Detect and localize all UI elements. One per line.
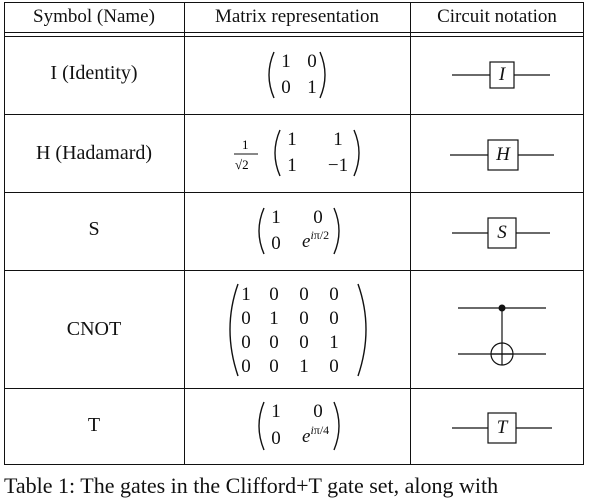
matrix-cell: 1 bbox=[281, 51, 291, 72]
left-paren-icon bbox=[274, 129, 281, 177]
table-rule-top bbox=[4, 2, 584, 3]
left-paren-icon bbox=[258, 207, 265, 255]
table-rule bbox=[4, 114, 584, 115]
gate-label: H bbox=[496, 144, 510, 165]
matrix-cell-exp: eiπ/4 bbox=[302, 423, 330, 447]
matrix-cell: 0 bbox=[299, 332, 309, 353]
table-rule-header bbox=[4, 32, 584, 33]
identity-paren-svg bbox=[268, 51, 326, 99]
gates-table: Symbol (Name) Matrix representation Circ… bbox=[4, 2, 584, 465]
row-name-identity: I (Identity) bbox=[50, 62, 138, 84]
gate-box bbox=[487, 412, 517, 444]
matrix-cell: 0 bbox=[329, 308, 339, 329]
table-rule-col2 bbox=[410, 2, 411, 465]
matrix-cell: 0 bbox=[241, 356, 251, 377]
matrix-cell: 0 bbox=[241, 332, 251, 353]
table-rule bbox=[4, 388, 584, 389]
table-rule-header-double bbox=[4, 36, 584, 37]
matrix-t: 1 0 0 eiπ/4 bbox=[184, 388, 410, 464]
circuit-t: T bbox=[410, 388, 584, 464]
matrix-s: 1 0 0 eiπ/2 bbox=[184, 192, 410, 270]
matrix-identity: 1 0 0 1 bbox=[184, 36, 410, 114]
hadamard-paren-svg: 1 √2 bbox=[234, 129, 360, 177]
right-paren-icon bbox=[319, 51, 326, 99]
gate-label: T bbox=[496, 417, 508, 438]
table-rule-left bbox=[4, 2, 5, 465]
matrix-cell: 1 bbox=[287, 155, 297, 176]
row-name-s: S bbox=[88, 218, 100, 240]
left-paren-icon bbox=[268, 51, 275, 99]
fraction-numerator: 1 bbox=[242, 137, 249, 152]
matrix-cell: 0 bbox=[299, 308, 309, 329]
matrix-cell-exp: eiπ/2 bbox=[302, 228, 330, 252]
matrix-cell: 0 bbox=[313, 207, 323, 228]
matrix-cell: 0 bbox=[241, 308, 251, 329]
left-paren-icon bbox=[229, 283, 239, 377]
matrix-cell: 0 bbox=[313, 401, 323, 422]
left-paren-icon bbox=[258, 401, 265, 451]
matrix-cell: 1 bbox=[333, 129, 343, 150]
matrix-cell: 0 bbox=[269, 332, 279, 353]
matrix-cell: 1 bbox=[307, 77, 317, 98]
gate-label: I bbox=[498, 64, 506, 85]
gate-label: S bbox=[497, 222, 507, 243]
cnot-paren-svg bbox=[229, 283, 367, 377]
circuit-cnot bbox=[410, 270, 584, 388]
matrix-cell: 1 bbox=[329, 332, 339, 353]
matrix-cell: 1 bbox=[299, 356, 309, 377]
table-rule bbox=[4, 270, 584, 271]
matrix-cell: 1 bbox=[269, 308, 279, 329]
control-dot-icon bbox=[498, 304, 506, 312]
fraction-denominator: √2 bbox=[235, 157, 249, 172]
matrix-cell: 1 bbox=[241, 284, 251, 305]
right-paren-icon bbox=[333, 207, 340, 255]
s-paren-svg bbox=[258, 207, 340, 255]
header-circuit: Circuit notation bbox=[437, 6, 557, 27]
matrix-cell: 0 bbox=[281, 77, 291, 98]
table-rule bbox=[4, 192, 584, 193]
header-symbol: Symbol (Name) bbox=[33, 6, 155, 27]
matrix-cell: 0 bbox=[269, 356, 279, 377]
matrix-cell: 0 bbox=[329, 356, 339, 377]
table-caption: Table 1: The gates in the Clifford+T gat… bbox=[4, 473, 499, 498]
gate-box bbox=[487, 139, 519, 171]
matrix-cell: 0 bbox=[307, 51, 317, 72]
matrix-cnot: 1 0 0 0 0 1 0 0 0 0 0 1 0 0 1 0 bbox=[184, 270, 410, 388]
matrix-cell: 0 bbox=[271, 233, 281, 254]
table-rule-col1 bbox=[184, 2, 185, 465]
matrix-cell: 0 bbox=[271, 428, 281, 449]
right-paren-icon bbox=[353, 129, 360, 177]
circuit-hadamard: H bbox=[410, 114, 584, 192]
table-rule-right bbox=[583, 2, 584, 465]
t-paren-svg bbox=[258, 401, 340, 451]
gate-box bbox=[487, 217, 517, 249]
row-name-hadamard: H (Hadamard) bbox=[35, 142, 153, 164]
row-name-t: T bbox=[87, 414, 101, 436]
matrix-cell: 0 bbox=[269, 284, 279, 305]
matrix-cell: 1 bbox=[271, 207, 281, 228]
matrix-hadamard: 1 √2 1 1 1 −1 bbox=[184, 114, 410, 192]
right-paren-icon bbox=[333, 401, 340, 451]
gate-box bbox=[489, 61, 515, 89]
header-matrix: Matrix representation bbox=[214, 6, 380, 27]
table-rule-bottom bbox=[4, 464, 584, 465]
matrix-cell: 0 bbox=[299, 284, 309, 305]
matrix-cell: 1 bbox=[287, 129, 297, 150]
circuit-s: S bbox=[410, 192, 584, 270]
row-name-cnot: CNOT bbox=[66, 318, 122, 340]
right-paren-icon bbox=[357, 283, 367, 377]
matrix-cell: −1 bbox=[327, 155, 349, 176]
matrix-cell: 0 bbox=[329, 284, 339, 305]
circuit-identity: I bbox=[410, 36, 584, 114]
matrix-cell: 1 bbox=[271, 401, 281, 422]
